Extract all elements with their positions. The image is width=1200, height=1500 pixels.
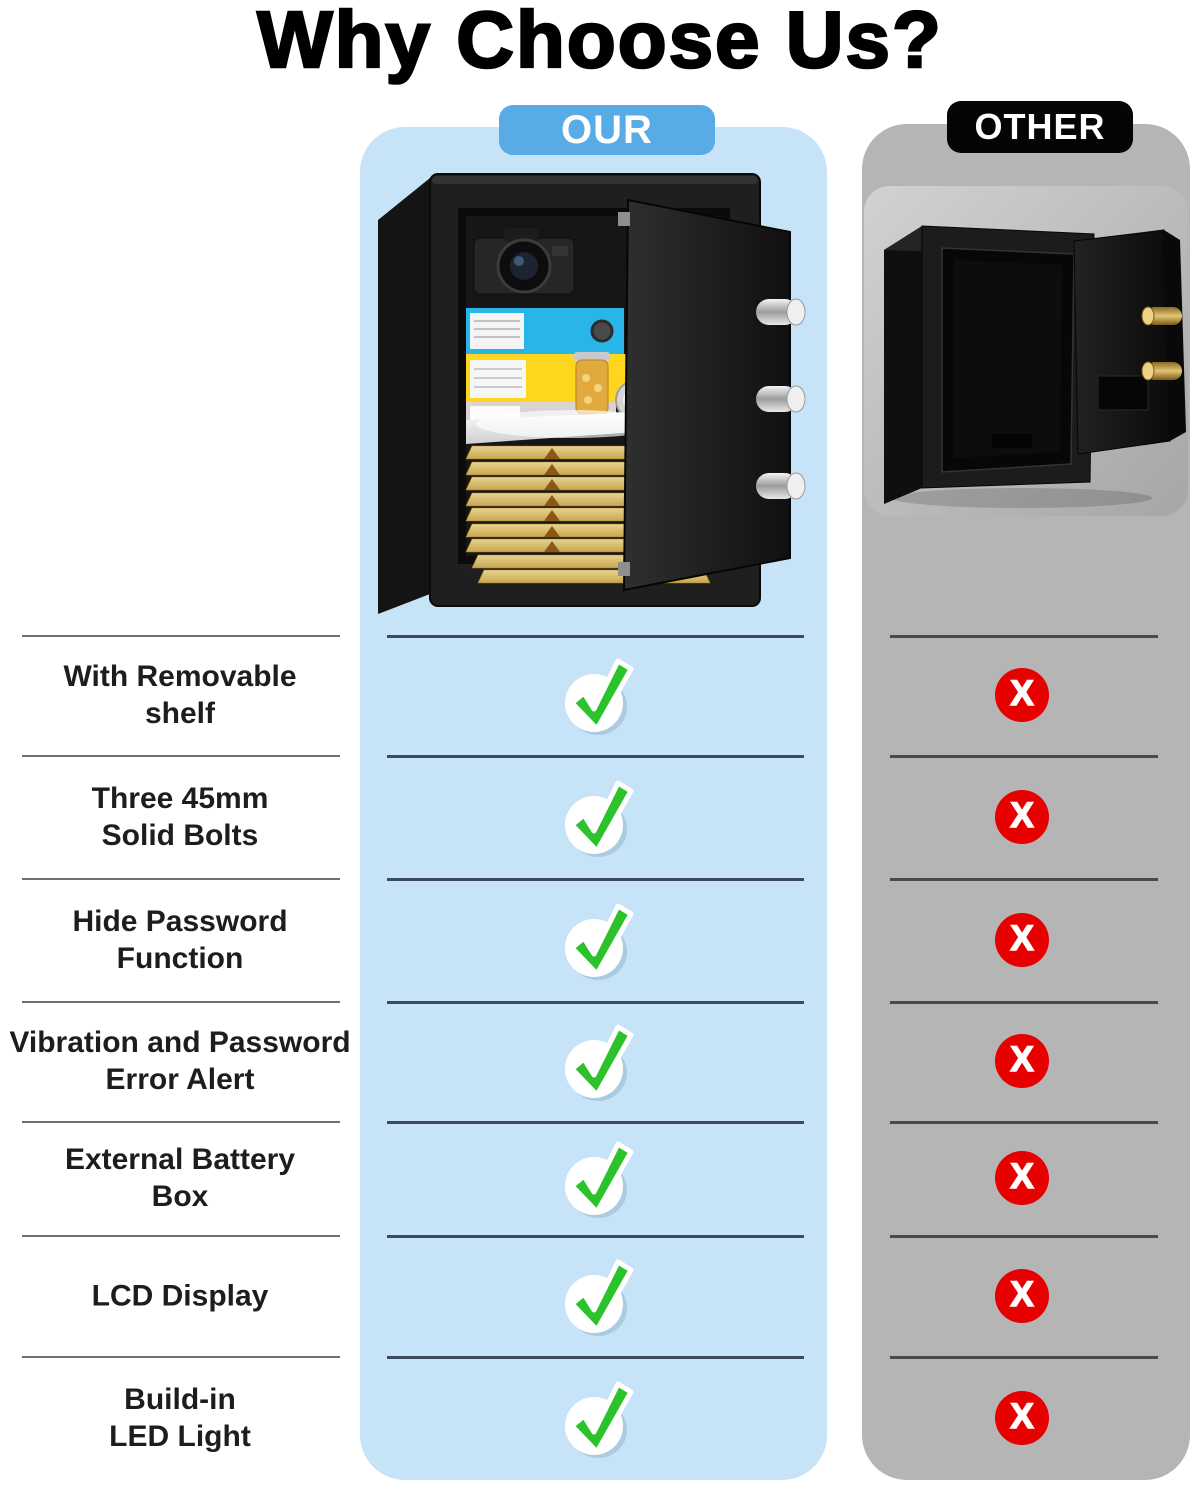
- door-bolt: [756, 298, 806, 326]
- check-icon: [558, 1252, 642, 1340]
- safe-door: [618, 198, 806, 592]
- cross-icon: X: [995, 1391, 1049, 1445]
- divider-line: [890, 1235, 1158, 1238]
- divider-line: [387, 1001, 804, 1004]
- cross-icon: X: [995, 1151, 1049, 1205]
- feature-label: Build-in LED Light: [109, 1383, 251, 1453]
- divider-line: [387, 1235, 804, 1238]
- check-icon: [558, 1374, 642, 1462]
- divider-line: [22, 1001, 340, 1003]
- divider-line: [387, 878, 804, 881]
- door-bolt: [1141, 306, 1182, 326]
- divider-line: [890, 1001, 1158, 1004]
- divider-line: [890, 1121, 1158, 1124]
- divider-line: [890, 635, 1158, 638]
- divider-line: [890, 1356, 1158, 1359]
- other-safe-image: [864, 186, 1188, 516]
- divider-line: [387, 1356, 804, 1359]
- divider-line: [890, 755, 1158, 758]
- cross-icon: X: [995, 790, 1049, 844]
- feature-label: Vibration and Password Error Alert: [9, 1026, 351, 1096]
- cross-icon: X: [995, 668, 1049, 722]
- feature-label: Hide Password Function: [72, 905, 288, 975]
- our-badge: OUR: [499, 105, 715, 155]
- door-bolt: [756, 385, 806, 413]
- safe-door: [1073, 229, 1186, 455]
- feature-label: With Removable shelf: [63, 660, 297, 730]
- door-bolt: [1141, 361, 1182, 381]
- check-icon: [558, 1134, 642, 1222]
- check-icon: [558, 896, 642, 984]
- divider-line: [387, 755, 804, 758]
- divider-line: [890, 878, 1158, 881]
- divider-line: [387, 1121, 804, 1124]
- divider-line: [387, 635, 804, 638]
- check-icon: [558, 651, 642, 739]
- camera-illustration: [473, 228, 575, 295]
- door-hinge-top: [618, 212, 630, 226]
- door-bolt: [756, 472, 806, 500]
- divider-line: [22, 755, 340, 757]
- divider-line: [22, 1121, 340, 1123]
- our-safe-image: [378, 173, 806, 614]
- door-hinge-bottom: [618, 562, 630, 576]
- door-battery-panel: [1097, 375, 1149, 411]
- divider-line: [22, 878, 340, 880]
- divider-line: [22, 1235, 340, 1237]
- cross-icon: X: [995, 913, 1049, 967]
- check-icon: [558, 1017, 642, 1105]
- safe-body: [884, 225, 1095, 504]
- cross-icon: X: [995, 1034, 1049, 1088]
- check-icon: [558, 773, 642, 861]
- divider-line: [22, 635, 340, 637]
- jar-illustration: [574, 352, 610, 415]
- page-title: Why Choose Us?: [256, 0, 943, 85]
- feature-label: Three 45mm Solid Bolts: [91, 782, 269, 852]
- divider-line: [22, 1356, 340, 1358]
- cross-icon: X: [995, 1269, 1049, 1323]
- feature-label: LCD Display: [91, 1279, 269, 1313]
- feature-label: External Battery Box: [64, 1143, 296, 1213]
- other-badge: OTHER: [947, 101, 1133, 153]
